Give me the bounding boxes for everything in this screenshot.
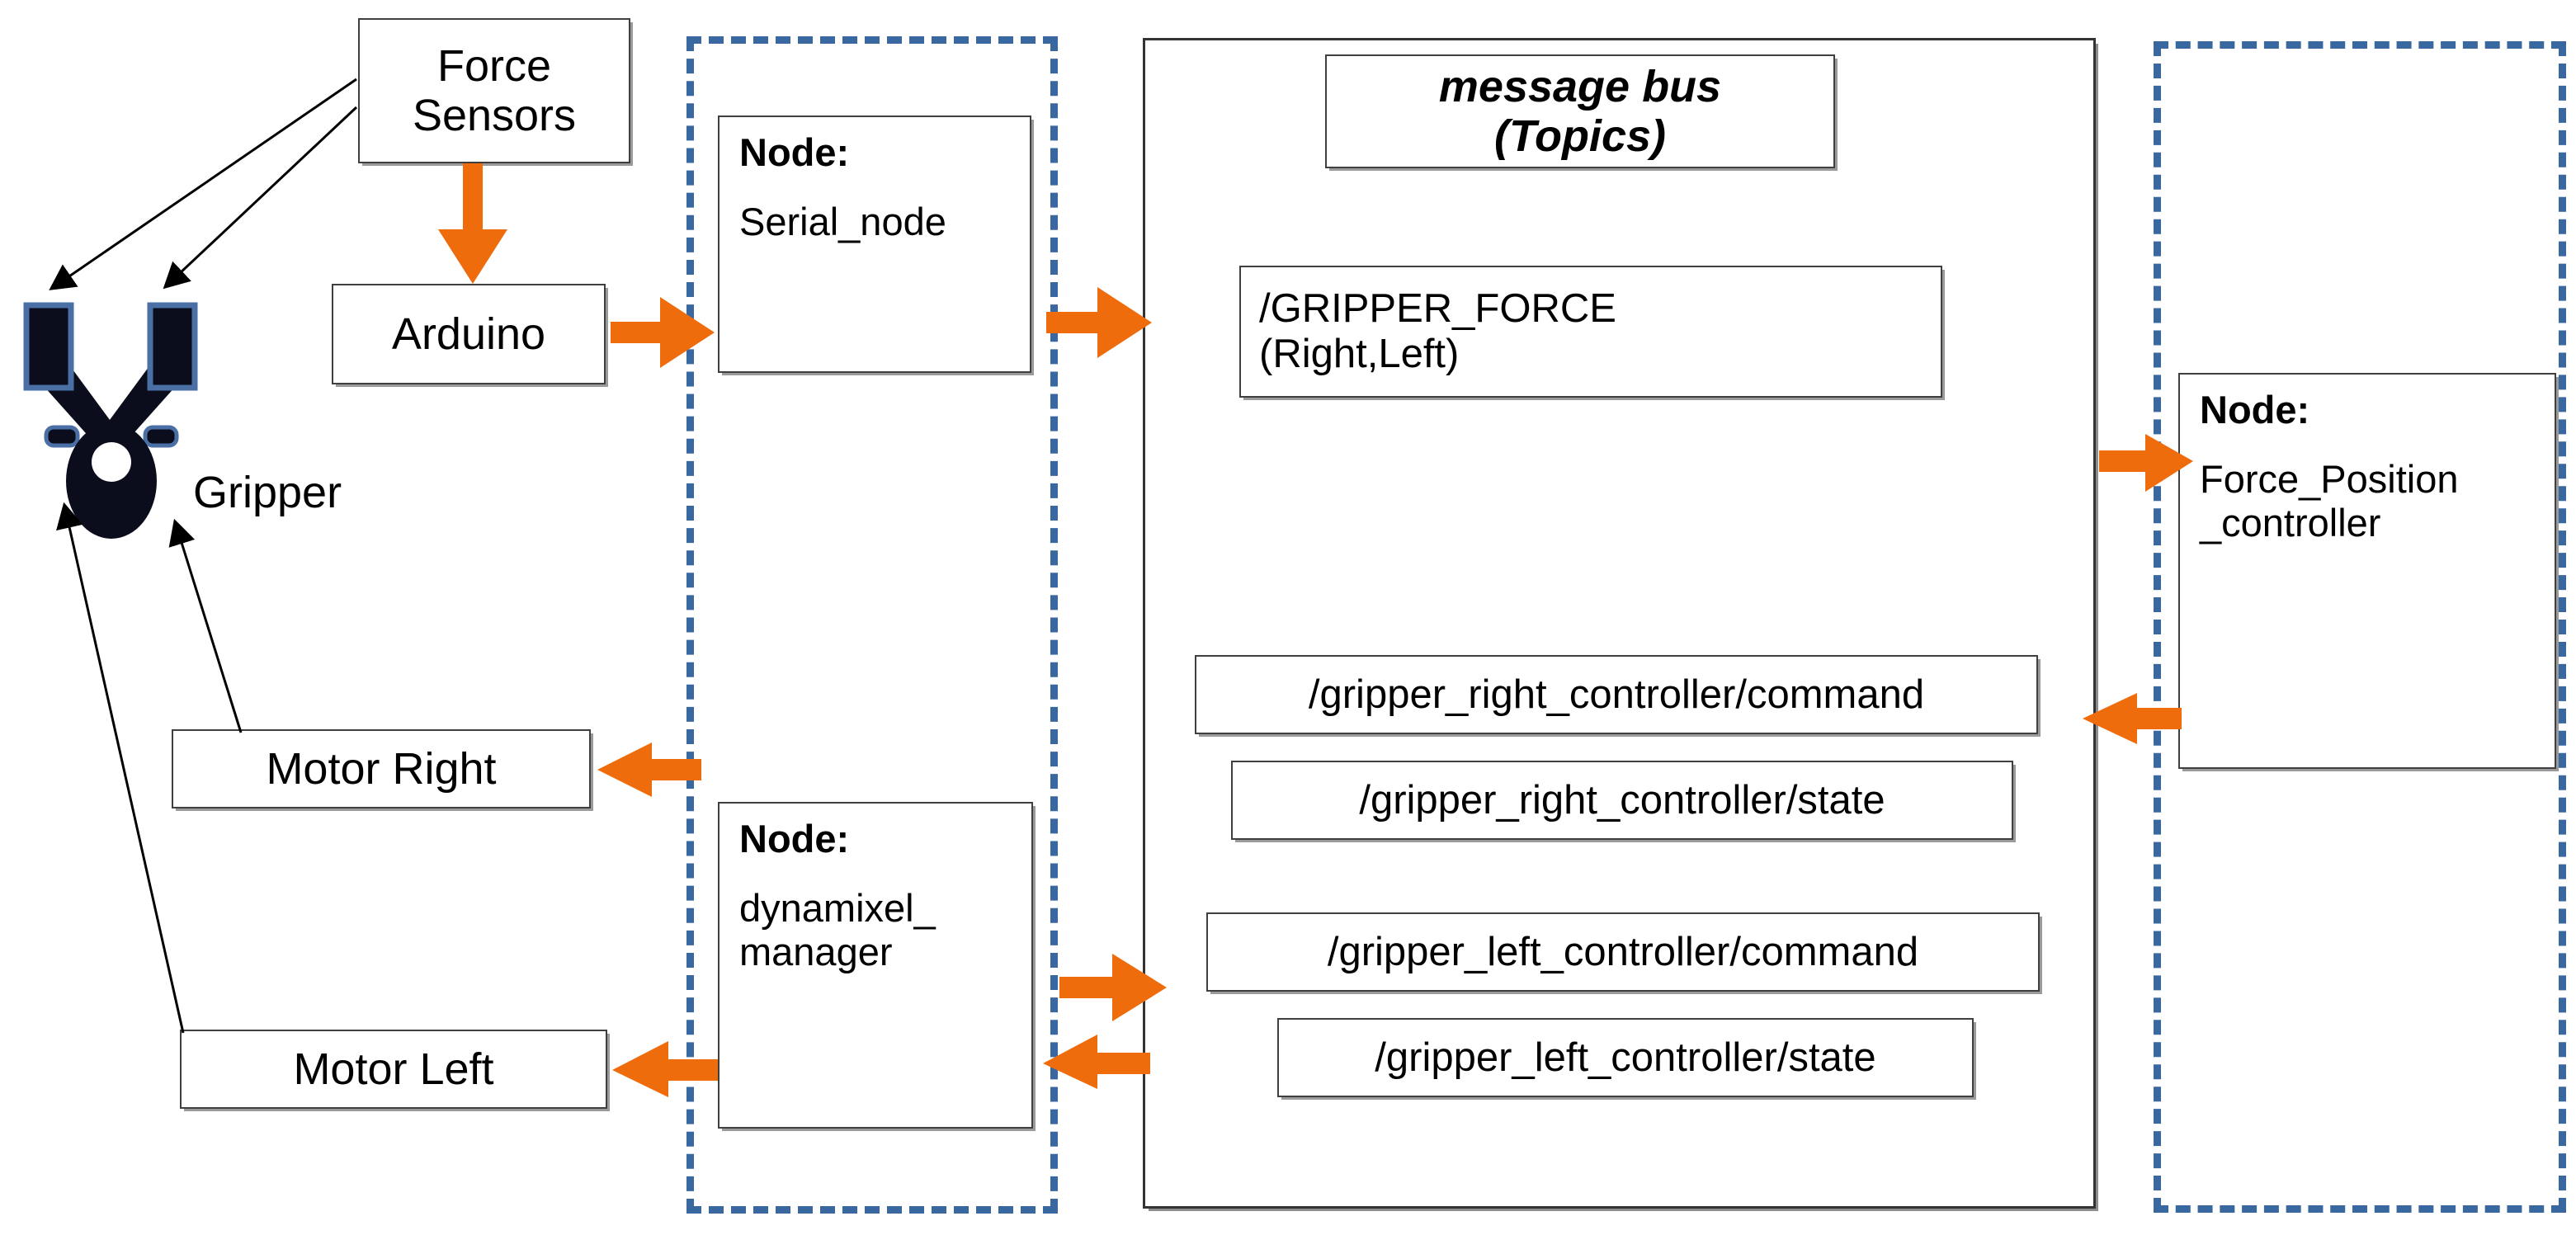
message-bus-heading: message bus (Topics) (1325, 54, 1835, 168)
gripper-illustration (8, 272, 223, 544)
dynamixel-manager-name: dynamixel_ manager (739, 886, 936, 973)
serial-node-kicker: Node: (739, 130, 850, 174)
motor-left-box[interactable]: Motor Left (180, 1030, 607, 1109)
topic-box-gripper-left-controller-state[interactable]: /gripper_left_controller/state (1277, 1018, 1974, 1097)
force-position-controller-name: Force_Position _controller (2200, 457, 2459, 544)
topic-box-gripper-right-controller-command[interactable]: /gripper_right_controller/command (1195, 655, 2038, 734)
force-sensors-box[interactable]: Force Sensors (358, 18, 630, 163)
arrow-serial-node-to-gripper-force (1046, 287, 1152, 358)
ros-nodes-right-group (2154, 41, 2566, 1213)
force-position-controller-node-box[interactable]: Node: Force_Position _controller (2178, 373, 2556, 769)
force-position-controller-kicker: Node: (2200, 388, 2310, 431)
topic-box-gripper-left-controller-command[interactable]: /gripper_left_controller/command (1206, 912, 2040, 992)
motor-right-box[interactable]: Motor Right (172, 729, 591, 808)
leader-force-sensors-to-right-fingertip (163, 106, 358, 290)
leader-motor-right-to-gripper (168, 518, 243, 733)
serial-node-box[interactable]: Node: Serial_node (718, 115, 1031, 373)
ros-nodes-left-group (686, 36, 1058, 1214)
arrow-force-sensors-to-arduino (438, 163, 507, 284)
gripper-label: Gripper (193, 468, 342, 517)
topic-box-gripper-force[interactable]: /GRIPPER_FORCE (Right,Left) (1239, 266, 1942, 398)
leader-force-sensors-to-left-fingertip (49, 78, 357, 290)
arrow-dynamixel-manager-to-left-state (1043, 1035, 1150, 1089)
leader-motor-left-to-gripper (56, 502, 185, 1034)
arduino-box[interactable]: Arduino (332, 284, 606, 384)
topic-box-gripper-right-controller-state[interactable]: /gripper_right_controller/state (1231, 761, 2013, 840)
serial-node-name: Serial_node (739, 200, 946, 244)
dynamixel-manager-kicker: Node: (739, 817, 850, 860)
gripper-svg (23, 302, 198, 539)
message-bus-container (1143, 38, 2096, 1209)
dynamixel-manager-node-box[interactable]: Node: dynamixel_ manager (718, 802, 1033, 1129)
